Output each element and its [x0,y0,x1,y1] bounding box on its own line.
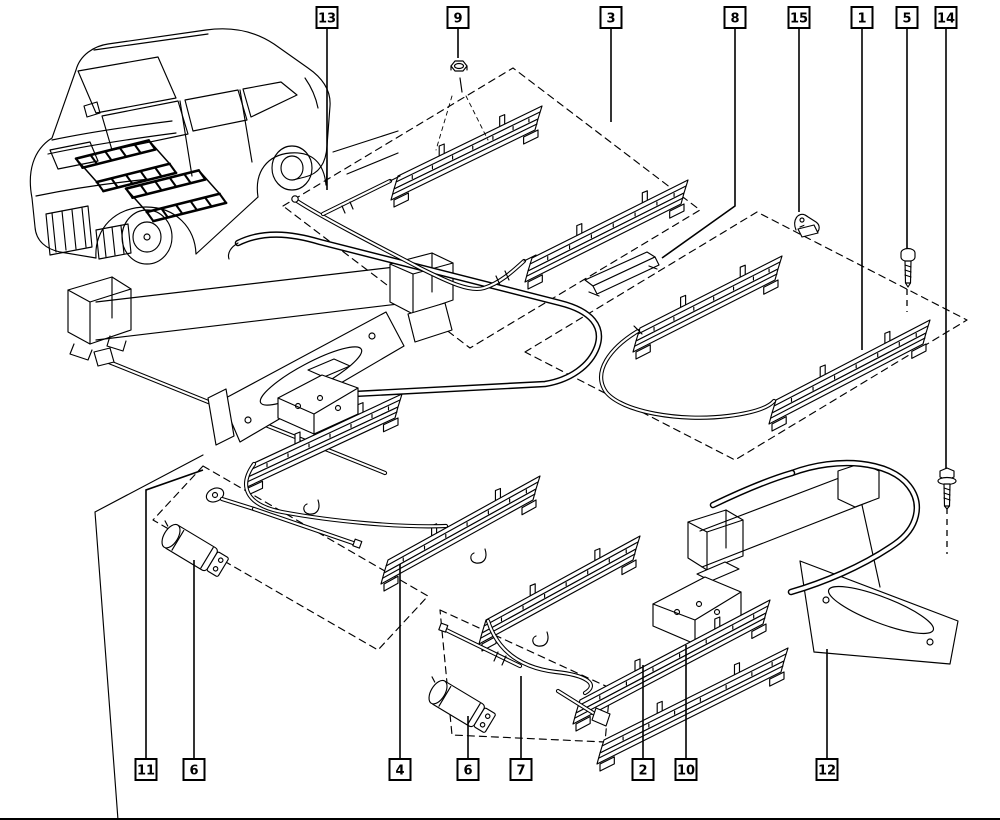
callout-number-2: 2 [638,764,647,779]
callout-number-7: 7 [516,764,525,779]
seat-slide-rail-1 [390,105,543,208]
callout-5[interactable]: 5 [895,6,919,312]
callout-7[interactable]: 7 [509,676,533,781]
callout-number-14: 14 [937,12,955,27]
callout-number-15: 15 [790,12,808,27]
callout-number-6b: 6 [463,764,472,779]
callout-2[interactable]: 2 [631,665,655,781]
floor-panel-outline-left [152,465,429,651]
mirror [83,101,101,118]
seat-motor-2 [428,676,496,733]
callout-number-5: 5 [902,12,911,27]
floor-panel-outline-rear [524,211,968,461]
callout-number-4: 4 [395,764,404,779]
callout-box-6b[interactable] [456,758,480,781]
callout-6a[interactable]: 6 [182,560,206,781]
lower-grille [95,223,132,260]
callout-15[interactable]: 15 [787,6,811,212]
callout-6b[interactable]: 6 [456,716,480,781]
grille [45,205,93,256]
floor-reference-lines [0,130,1000,820]
bolt [937,467,957,510]
callout-3[interactable]: 3 [599,6,623,122]
side-windows [101,81,298,151]
callout-box-14[interactable] [934,6,958,29]
callout-box-13[interactable] [315,6,339,29]
callout-box-2[interactable] [631,758,655,781]
callout-box-11[interactable] [134,758,158,781]
seat-slide-rail-6 [380,475,541,592]
seat-frame-glyph [124,169,228,223]
callout-number-13: 13 [318,12,336,27]
rear-wheel [271,145,313,191]
callout-8[interactable]: 8 [661,6,747,259]
side-member-left [221,311,405,443]
callout-number-8: 8 [730,12,739,27]
seat-motor-1 [161,520,229,577]
retaining-clip [794,213,820,238]
callout-box-8[interactable] [723,6,747,29]
side-member-right [799,560,959,665]
headlight [49,141,99,170]
callout-1[interactable]: 1 [850,6,874,350]
callout-box-4[interactable] [388,758,412,781]
callout-box-7[interactable] [509,758,533,781]
callout-number-9: 9 [453,12,462,27]
callout-12[interactable]: 12 [815,649,839,781]
callout-box-3[interactable] [599,6,623,29]
seat-slide-rails [244,105,931,772]
seat-slide-rail-4 [768,319,931,432]
seat-slide-rail-9 [596,647,789,772]
seat-slide-rail-8 [572,599,771,732]
callout-9[interactable]: 9 [446,6,470,58]
seat-slide-rail-2 [524,179,689,290]
callout-number-12: 12 [818,764,836,779]
callout-number-11: 11 [137,764,155,779]
callout-number-6a: 6 [189,764,198,779]
callout-box-6a[interactable] [182,758,206,781]
drive-cables [244,175,777,696]
windshield [77,56,177,114]
callout-4[interactable]: 4 [388,564,412,781]
callout-box-1[interactable] [850,6,874,29]
callout-10[interactable]: 10 [674,645,698,781]
adjuster-crank [205,487,363,549]
seat-slide-rail-5 [244,393,403,496]
seat-slide-rail-7 [478,535,641,652]
callout-box-10[interactable] [674,758,698,781]
callout-number-1: 1 [857,12,866,27]
transmission-rod [438,622,611,727]
seat-subframe-left [67,231,603,476]
vehicle-illustration [29,28,331,265]
screw [900,247,916,288]
small-rail-bracket [584,251,660,297]
callout-number-3: 3 [606,12,615,27]
callout-11[interactable]: 11 [134,469,204,781]
seat-subframe-right [687,459,959,665]
highlighted-seat-frames [74,139,228,223]
seat-slide-rail-3 [632,255,783,360]
gearbox-actuator-left [277,358,359,435]
callout-box-15[interactable] [787,6,811,29]
callout-box-9[interactable] [446,6,470,29]
hex-nut [450,60,468,72]
callout-14[interactable]: 14 [934,6,958,554]
seat-frame-glyph [74,139,178,193]
callout-number-10: 10 [677,764,695,779]
callout-13[interactable]: 13 [315,6,339,190]
callout-box-5[interactable] [895,6,919,29]
callout-box-12[interactable] [815,758,839,781]
connecting-cable-rear [599,328,777,420]
